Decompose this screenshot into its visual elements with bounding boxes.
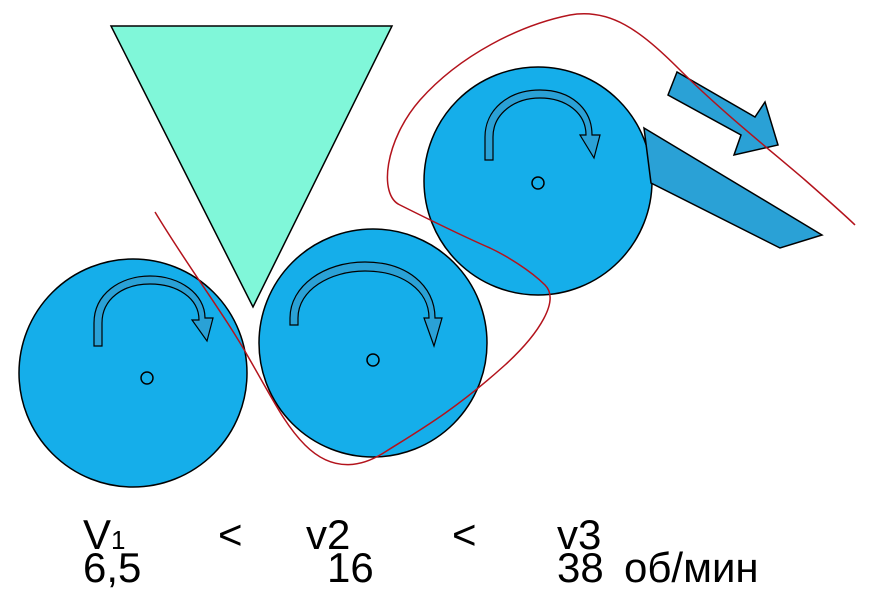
roller-1 — [18, 258, 248, 488]
hopper-triangle — [109, 25, 394, 309]
roller-2-axle — [366, 353, 380, 367]
roller-3-rotation-arrow-icon — [484, 89, 601, 161]
roller-3-axle — [531, 176, 545, 190]
less-than-1: < — [218, 511, 243, 558]
speed-v2-label: v2 — [306, 511, 351, 558]
speed-v1-subscript: 1 — [111, 525, 126, 555]
value-v2: 16 — [327, 544, 374, 591]
roller-1-axle — [140, 371, 154, 385]
speed-v1-label: V1 — [83, 514, 125, 556]
value-unit: об/мин — [624, 544, 759, 591]
output-chute — [643, 126, 824, 249]
roller-1-rotation-arrow-icon — [93, 275, 214, 347]
value-v1: 6,5 — [83, 544, 142, 591]
speed-v1-letter: V — [83, 511, 112, 558]
roller-3-disc — [423, 66, 653, 296]
roller-2-rotation-arrow-icon — [289, 261, 443, 348]
less-than-2: < — [452, 511, 477, 558]
roller-2 — [258, 228, 488, 458]
material-path — [154, 13, 856, 466]
speed-v3-label: v3 — [557, 511, 602, 558]
roller-3 — [423, 66, 653, 296]
roller-1-disc — [18, 258, 248, 488]
value-v3: 38 — [557, 544, 604, 591]
